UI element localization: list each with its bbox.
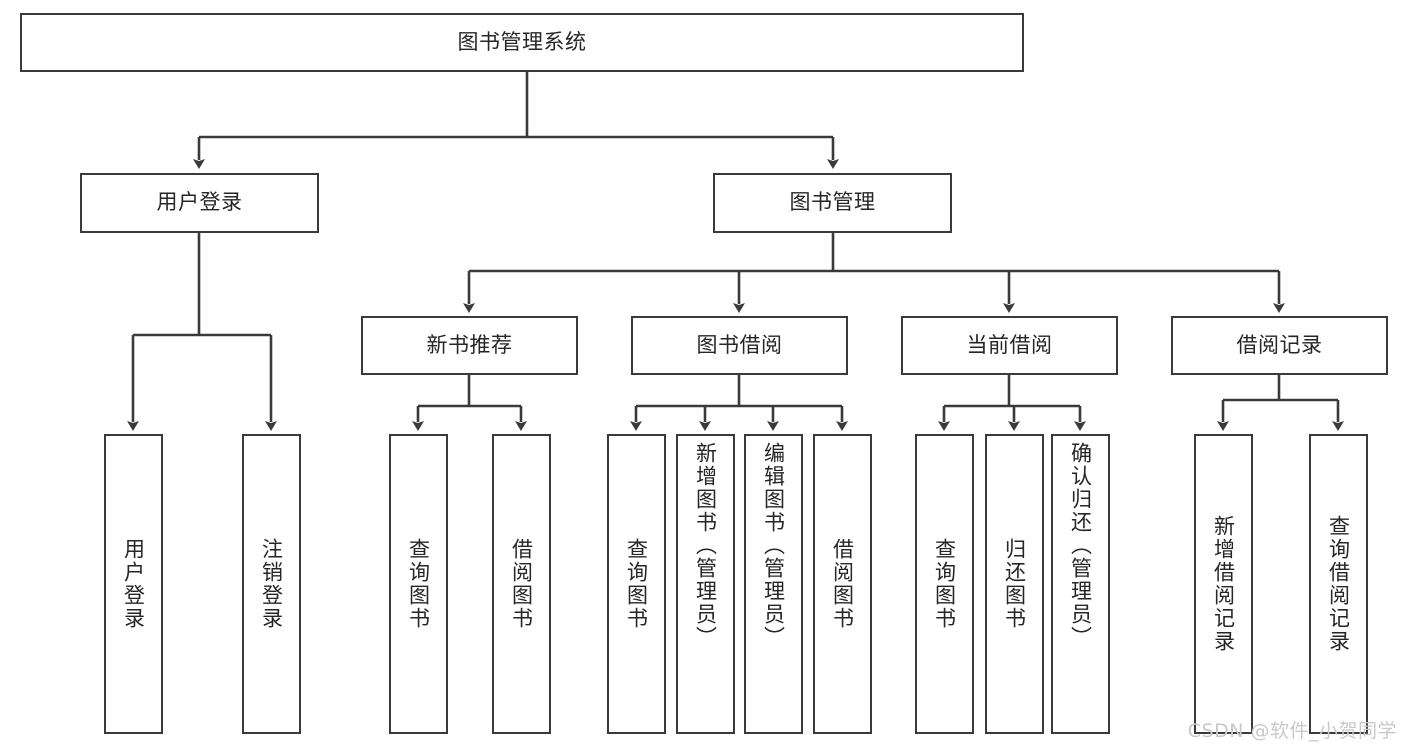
node-borrow-record[interactable]: 借阅记录 (1171, 316, 1388, 375)
node-user-login-label: 用户登录 (156, 190, 243, 215)
node-leaf-return-book-label: 归还图书 (1002, 538, 1027, 630)
node-book-borrow[interactable]: 图书借阅 (631, 316, 848, 375)
node-leaf-logout-label: 注销登录 (259, 538, 284, 630)
node-leaf-query-book-recommend-label: 查询图书 (406, 538, 431, 630)
node-leaf-add-book-admin[interactable]: 新增图书（管理员） (676, 434, 735, 734)
node-leaf-confirm-return-admin[interactable]: 确认归还（管理员） (1051, 434, 1110, 734)
node-leaf-user-login[interactable]: 用户登录 (104, 434, 163, 734)
node-leaf-borrow-book-recommend[interactable]: 借阅图书 (492, 434, 551, 734)
node-new-book-recommend-label: 新书推荐 (426, 332, 513, 357)
node-leaf-query-borrow-record-label: 查询借阅记录 (1326, 515, 1351, 653)
node-borrow-record-label: 借阅记录 (1236, 332, 1323, 357)
node-leaf-edit-book-admin-label: 编辑图书（管理员） (761, 442, 786, 649)
node-root-label: 图书管理系统 (457, 29, 587, 54)
node-leaf-confirm-return-admin-label: 确认归还（管理员） (1068, 442, 1093, 649)
node-leaf-edit-book-admin[interactable]: 编辑图书（管理员） (744, 434, 803, 734)
node-leaf-borrow-book-recommend-label: 借阅图书 (509, 538, 534, 630)
node-root[interactable]: 图书管理系统 (20, 13, 1024, 72)
node-leaf-query-borrow-record[interactable]: 查询借阅记录 (1309, 434, 1368, 734)
node-leaf-add-book-admin-label: 新增图书（管理员） (693, 442, 718, 649)
node-leaf-user-login-label: 用户登录 (121, 538, 146, 630)
node-new-book-recommend[interactable]: 新书推荐 (361, 316, 578, 375)
node-leaf-return-book[interactable]: 归还图书 (985, 434, 1044, 734)
node-leaf-borrow-book-label: 借阅图书 (830, 538, 855, 630)
node-current-borrow-label: 当前借阅 (966, 332, 1053, 357)
node-current-borrow[interactable]: 当前借阅 (901, 316, 1118, 375)
node-book-borrow-label: 图书借阅 (696, 332, 783, 357)
node-leaf-query-book-current[interactable]: 查询图书 (915, 434, 974, 734)
node-book-manage[interactable]: 图书管理 (713, 173, 952, 233)
node-leaf-add-borrow-record-label: 新增借阅记录 (1211, 515, 1236, 653)
node-book-manage-label: 图书管理 (789, 190, 876, 215)
node-leaf-query-book-current-label: 查询图书 (932, 538, 957, 630)
node-user-login[interactable]: 用户登录 (80, 173, 319, 233)
node-leaf-query-book-label: 查询图书 (624, 538, 649, 630)
node-leaf-logout[interactable]: 注销登录 (242, 434, 301, 734)
node-leaf-borrow-book[interactable]: 借阅图书 (813, 434, 872, 734)
node-leaf-query-book[interactable]: 查询图书 (607, 434, 666, 734)
watermark: CSDN @软件_小贺同学 (1187, 720, 1397, 742)
node-leaf-add-borrow-record[interactable]: 新增借阅记录 (1194, 434, 1253, 734)
node-leaf-query-book-recommend[interactable]: 查询图书 (389, 434, 448, 734)
